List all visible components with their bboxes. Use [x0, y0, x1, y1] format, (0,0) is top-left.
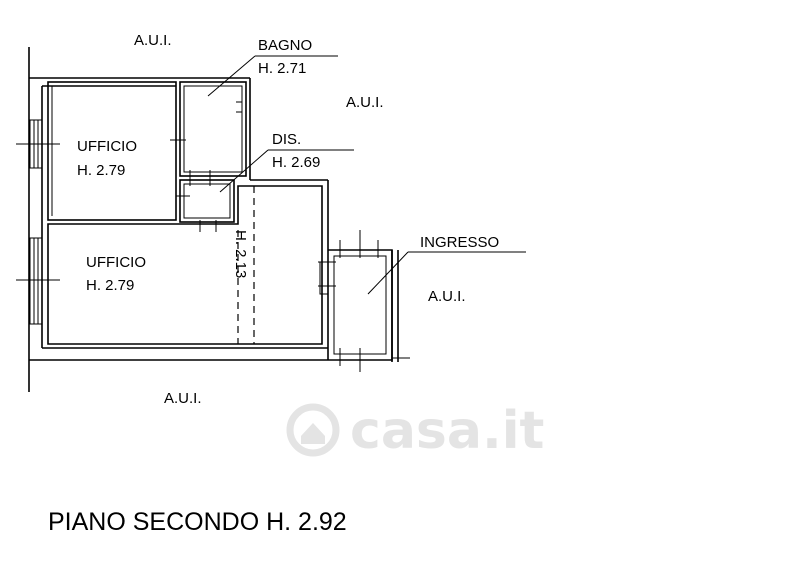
vertical-height-label: H. 2.13	[232, 230, 249, 278]
plan-title: PIANO SECONDO H. 2.92	[48, 508, 347, 536]
ufficio-1-height: H. 2.79	[77, 162, 125, 179]
door-markers	[170, 126, 379, 372]
aui-label-top: A.U.I.	[134, 32, 172, 49]
aui-label-ingresso: A.U.I.	[428, 288, 466, 305]
ingresso-name: INGRESSO	[420, 234, 499, 251]
bagno-name: BAGNO	[258, 37, 312, 54]
room-ufficio-1	[47, 81, 177, 221]
room-ufficio-2	[47, 185, 323, 345]
leader-lines	[207, 55, 526, 295]
outer-walls	[28, 47, 329, 392]
house-icon	[301, 423, 325, 444]
dis-name: DIS.	[272, 131, 301, 148]
bagno-height: H. 2.71	[258, 60, 306, 77]
room-bagno	[179, 81, 247, 177]
casa-it-watermark: casa.it	[286, 401, 544, 461]
window-left-top-icon	[16, 119, 60, 169]
dis-height: H. 2.69	[272, 154, 320, 171]
ufficio-2-height: H. 2.79	[86, 277, 134, 294]
aui-label-bottom: A.U.I.	[164, 390, 202, 407]
room-ingresso	[328, 249, 410, 362]
ufficio-1-name: UFFICIO	[77, 138, 137, 155]
house-logo-icon	[286, 403, 340, 457]
room-dis	[179, 179, 235, 223]
aui-label-right: A.U.I.	[346, 94, 384, 111]
window-left-bottom-icon	[16, 237, 60, 325]
watermark-text: casa.it	[350, 401, 544, 461]
ufficio-2-name: UFFICIO	[86, 254, 146, 271]
